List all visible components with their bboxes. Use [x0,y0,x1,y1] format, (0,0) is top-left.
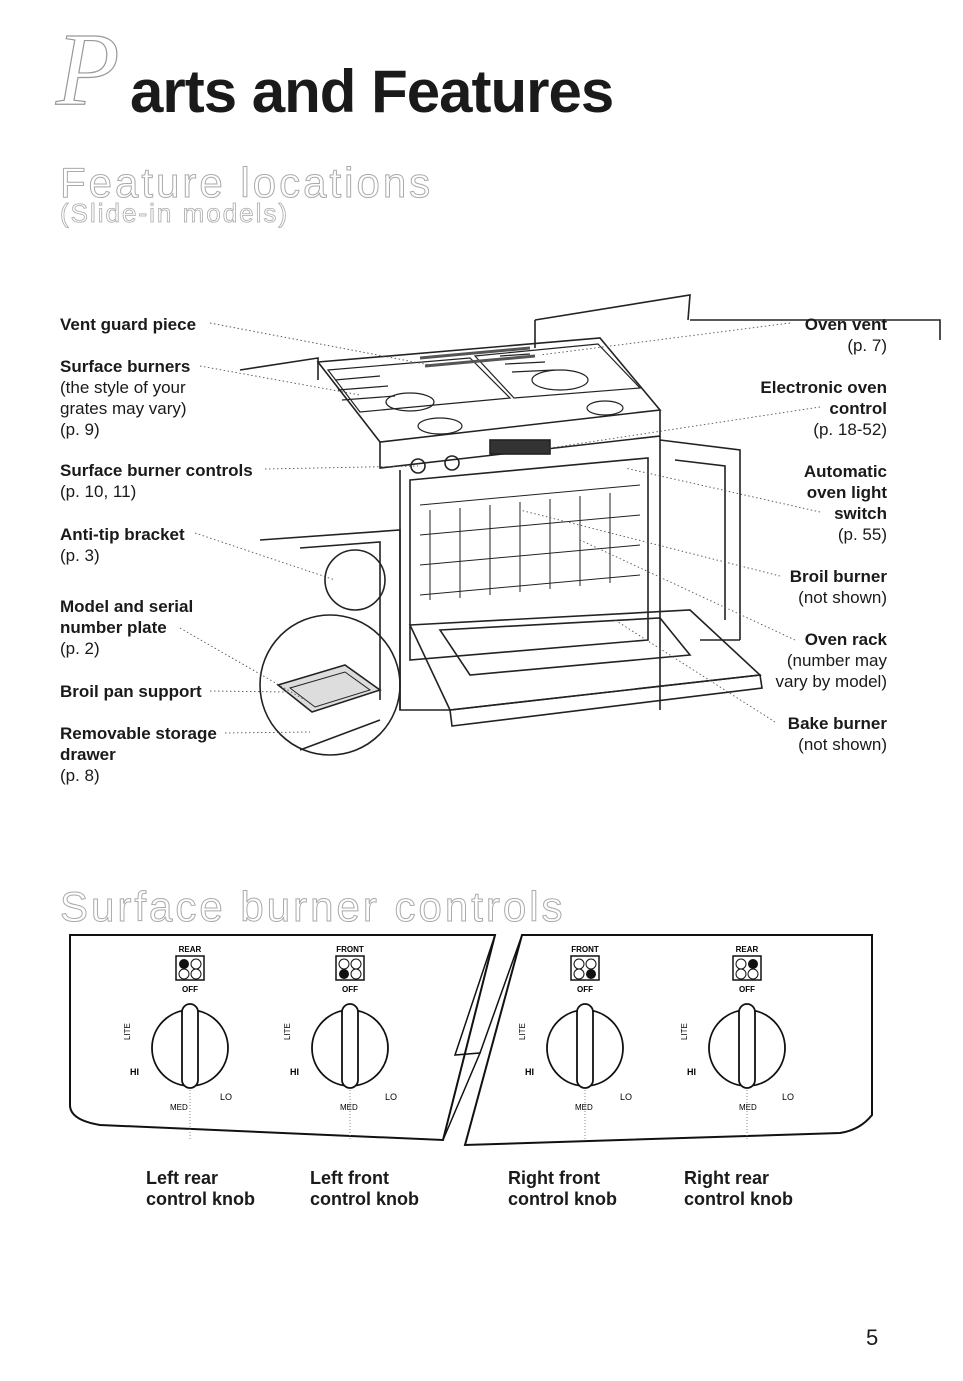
svg-text:LITE: LITE [518,1023,527,1040]
svg-text:MED: MED [739,1103,757,1112]
svg-text:REAR: REAR [179,945,202,954]
svg-text:REAR: REAR [736,945,759,954]
svg-text:LITE: LITE [123,1023,132,1040]
label-model-serial-plate: Model and serial number plate (p. 2) [60,597,194,658]
label-broil-burner: Broil burner (not shown) [789,567,887,607]
svg-text:OFF: OFF [577,985,593,994]
svg-text:OFF: OFF [342,985,358,994]
title-initial: P [55,12,120,127]
svg-text:LO: LO [782,1092,794,1102]
svg-text:LITE: LITE [680,1023,689,1040]
range-illustration [179,294,941,756]
svg-text:MED: MED [575,1103,593,1112]
knob-right-rear-icon: REAR OFF LITE HI MED LO [680,945,794,1140]
feature-locations-heading: Feature locations [59,159,434,206]
svg-text:LITE: LITE [283,1023,292,1040]
surface-burner-controls-heading: Surface burner controls [60,883,566,930]
label-removable-storage-drawer: Removable storage drawer (p. 8) [60,724,217,785]
label-surface-burners: Surface burners (the style of your grate… [60,357,191,439]
svg-text:LO: LO [385,1092,397,1102]
label-right-front-knob: Right front control knob [508,1168,617,1209]
svg-text:HI: HI [525,1067,534,1077]
feature-locations-subheading: (Slide-in models) [60,198,290,229]
label-bake-burner: Bake burner (not shown) [787,714,887,754]
svg-text:HI: HI [290,1067,299,1077]
label-left-front-knob: Left front control knob [310,1168,419,1209]
svg-text:MED: MED [170,1103,188,1112]
knob-left-rear-icon: REAR OFF LITE HI MED LO [123,945,232,1140]
label-right-rear-knob: Right rear control knob [684,1168,793,1209]
knob-right-front-icon: FRONT OFF LITE HI MED LO [518,945,632,1140]
svg-text:LO: LO [620,1092,632,1102]
svg-text:OFF: OFF [739,985,755,994]
svg-text:OFF: OFF [182,985,198,994]
page-number: 5 [866,1325,879,1350]
svg-text:MED: MED [340,1103,358,1112]
svg-text:FRONT: FRONT [336,945,364,954]
svg-text:HI: HI [687,1067,696,1077]
svg-text:HI: HI [130,1067,139,1077]
label-oven-vent: Oven vent (p. 7) [804,315,887,355]
knob-left-rear[interactable]: REAR OFF LITE HI MED LO [110,940,270,1145]
label-surface-burner-controls: Surface burner controls (p. 10, 11) [60,461,253,501]
control-panel-diagram [69,934,873,1147]
label-automatic-oven-light-switch: Automatic oven light switch (p. 55) [803,462,887,544]
label-broil-pan-support: Broil pan support [60,682,202,701]
label-electronic-oven-control: Electronic oven control (p. 18-52) [760,378,887,439]
knob-left-front-icon: FRONT OFF LITE HI MED LO [283,945,397,1140]
page-title: P arts and Features [52,17,672,124]
title-text: arts and Features [130,58,614,125]
label-vent-guard-piece: Vent guard piece [60,315,197,334]
label-oven-rack: Oven rack (number may vary by model) [775,630,887,691]
knob-left-front[interactable]: FRONT OFF LITE HI MED LO [270,940,430,1145]
svg-text:LO: LO [220,1092,232,1102]
label-anti-tip-bracket: Anti-tip bracket (p. 3) [60,525,185,565]
knob-right-front[interactable]: FRONT OFF LITE HI MED LO [505,940,665,1145]
svg-text:FRONT: FRONT [571,945,599,954]
knob-right-rear[interactable]: REAR OFF LITE HI MED LO [667,940,827,1145]
label-left-rear-knob: Left rear control knob [146,1168,255,1209]
